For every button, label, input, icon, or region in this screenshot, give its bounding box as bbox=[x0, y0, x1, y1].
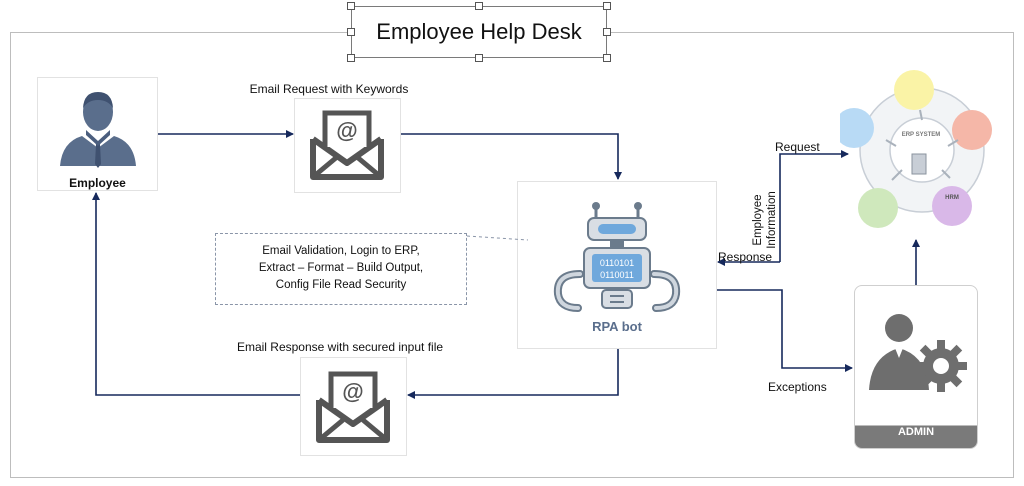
erp-system-diagram bbox=[840, 70, 992, 228]
admin-node: ADMIN bbox=[854, 285, 978, 449]
rpa-bot-node: 0110101 0110011 RPA bot bbox=[517, 181, 717, 349]
employee-node: Employee bbox=[37, 77, 158, 191]
note-line: Extract – Format – Build Output, bbox=[258, 262, 424, 274]
admin-label: ADMIN bbox=[897, 426, 935, 438]
response-label: Response bbox=[718, 250, 773, 264]
employee-icon bbox=[60, 92, 136, 168]
robot-icon: 0110101 0110011 bbox=[553, 202, 681, 312]
erp-node-red bbox=[952, 110, 992, 150]
note-connector bbox=[466, 235, 529, 241]
hrm-label: HRM bbox=[945, 195, 959, 201]
resize-handle-w[interactable] bbox=[347, 28, 355, 36]
svg-text:@: @ bbox=[342, 379, 363, 404]
resize-handle-se[interactable] bbox=[603, 54, 611, 62]
arrow-response-to-employee bbox=[92, 192, 300, 396]
resize-handle-nw[interactable] bbox=[347, 2, 355, 10]
erp-node-purple bbox=[932, 186, 972, 226]
arrow-email-to-bot bbox=[401, 133, 622, 180]
erp-center-label: ERP SYSTEM bbox=[901, 132, 941, 138]
note-line: Email Validation, Login to ERP, bbox=[262, 245, 420, 257]
admin-gear-icon bbox=[869, 314, 967, 392]
employee-information-line: Information bbox=[766, 191, 778, 249]
envelope-icon: @ bbox=[316, 371, 390, 443]
rpa-bot-label: RPA bot bbox=[592, 319, 642, 334]
erp-node-green bbox=[858, 188, 898, 228]
resize-handle-sw[interactable] bbox=[347, 54, 355, 62]
resize-handle-e[interactable] bbox=[603, 28, 611, 36]
svg-text:@: @ bbox=[336, 118, 357, 143]
email-response-node: @ bbox=[300, 357, 407, 456]
employee-information-line: Employee bbox=[752, 194, 764, 246]
email-request-label: Email Request with Keywords bbox=[249, 82, 409, 96]
email-request-node: @ bbox=[294, 98, 401, 193]
arrow-bot-to-response bbox=[407, 349, 619, 399]
note-line: Config File Read Security bbox=[275, 279, 407, 291]
arrow-request-to-erp bbox=[779, 150, 849, 262]
svg-text:0110011: 0110011 bbox=[600, 270, 634, 280]
arrow-bot-to-admin bbox=[717, 289, 853, 372]
process-steps-note: Email Validation, Login to ERP, Extract … bbox=[215, 233, 467, 305]
erp-node-yellow bbox=[894, 70, 934, 110]
resize-handle-s[interactable] bbox=[475, 54, 483, 62]
employee-information-label: Employee Information bbox=[751, 190, 781, 250]
erp-node-blue bbox=[840, 108, 874, 148]
employee-label: Employee bbox=[69, 176, 126, 190]
email-response-label: Email Response with secured input file bbox=[236, 340, 444, 354]
resize-handle-ne[interactable] bbox=[603, 2, 611, 10]
exceptions-label: Exceptions bbox=[768, 380, 827, 394]
resize-handle-n[interactable] bbox=[475, 2, 483, 10]
envelope-icon: @ bbox=[310, 110, 384, 180]
svg-text:0110101: 0110101 bbox=[600, 258, 634, 268]
request-label: Request bbox=[775, 140, 820, 154]
